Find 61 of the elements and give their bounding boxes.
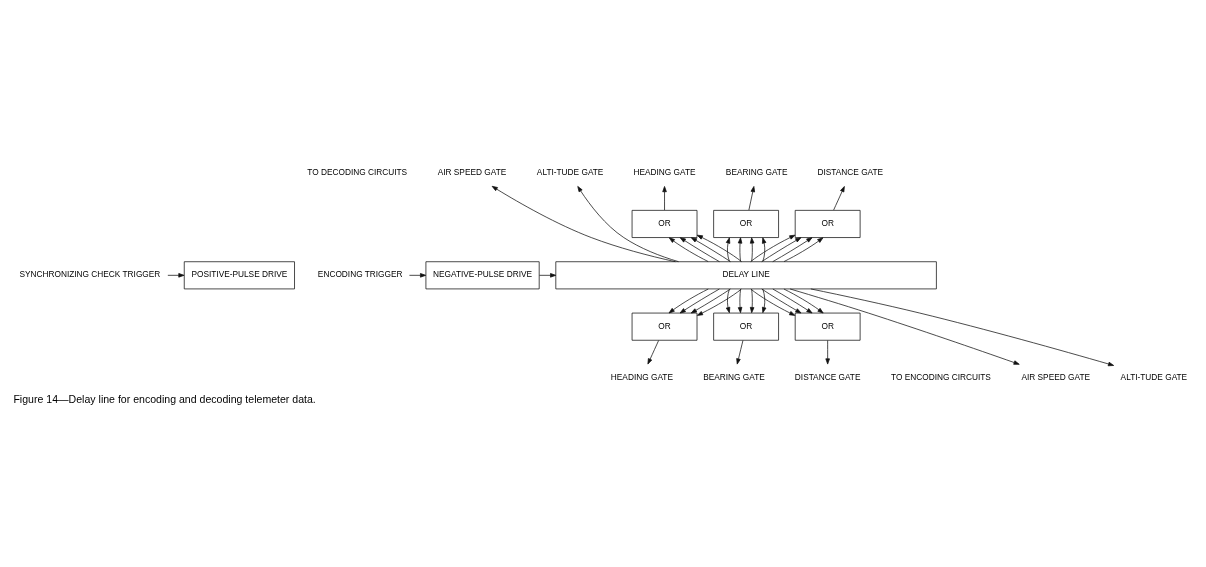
arrow xyxy=(679,236,720,262)
arrow xyxy=(749,236,755,262)
node-text: BEARING GATE xyxy=(725,166,788,177)
arrow xyxy=(772,236,813,262)
node-text: ALTI-TUDE GATE xyxy=(1120,371,1188,382)
node-text: BEARING GATE xyxy=(703,371,765,382)
arrow xyxy=(696,288,742,316)
arrow xyxy=(810,288,1115,366)
arrow xyxy=(789,288,1020,365)
arrow xyxy=(725,288,731,313)
arrow xyxy=(748,185,755,210)
node-box: OR xyxy=(713,312,779,341)
node-box: DELAY LINE xyxy=(555,260,937,289)
arrow xyxy=(737,236,743,262)
arrow xyxy=(679,288,720,313)
arrow xyxy=(761,288,802,313)
node-box: OR xyxy=(794,209,861,238)
label: TO DECODING CIRCUITS xyxy=(307,166,408,177)
arrow xyxy=(762,288,767,313)
arrow xyxy=(825,339,830,364)
arrow xyxy=(750,234,796,262)
arrow xyxy=(539,272,557,278)
arrow xyxy=(772,288,813,313)
node-box: OR xyxy=(631,209,698,238)
node-box: OR xyxy=(794,312,861,341)
arrow xyxy=(833,185,845,210)
node-text: HEADING GATE xyxy=(633,166,696,177)
arrow xyxy=(762,236,767,262)
node-box: OR xyxy=(631,312,698,341)
arrow xyxy=(690,288,731,313)
arrow xyxy=(736,339,744,364)
node-text: ENCODING TRIGGER xyxy=(317,268,403,279)
arrow xyxy=(409,272,427,278)
arrow xyxy=(167,272,185,278)
node-text: AIR SPEED GATE xyxy=(1021,371,1090,382)
node-text: ALTI-TUDE GATE xyxy=(536,166,604,177)
arrow xyxy=(491,185,676,262)
arrow xyxy=(783,236,824,262)
node-text: DISTANCE GATE xyxy=(817,166,884,177)
arrow xyxy=(761,236,802,262)
arrow xyxy=(668,288,709,313)
arrow xyxy=(783,288,824,313)
caption: Figure 14—Delay line for encoding and decoding telemeter data. xyxy=(13,392,316,405)
arrow xyxy=(668,236,709,262)
node-box: OR xyxy=(713,209,779,238)
arrow xyxy=(662,185,667,210)
arrow xyxy=(577,185,679,262)
node-text: DISTANCE GATE xyxy=(794,371,861,382)
node-text: AIR SPEED GATE xyxy=(437,166,507,177)
arrow xyxy=(690,236,731,262)
node-text: SYNCHRONIZING CHECK TRIGGER xyxy=(19,268,161,279)
arrow xyxy=(749,288,755,313)
arrow xyxy=(737,288,743,313)
arrow xyxy=(750,288,796,316)
node-box: POSITIVE-PULSE DRIVE xyxy=(183,260,295,289)
arrow xyxy=(696,234,742,262)
node-box: NEGATIVE-PULSE DRIVE xyxy=(425,260,540,289)
arrow xyxy=(647,339,659,364)
node-text: HEADING GATE xyxy=(610,371,673,382)
label: TO ENCODING CIRCUITS xyxy=(891,371,991,382)
arrow xyxy=(725,236,731,262)
